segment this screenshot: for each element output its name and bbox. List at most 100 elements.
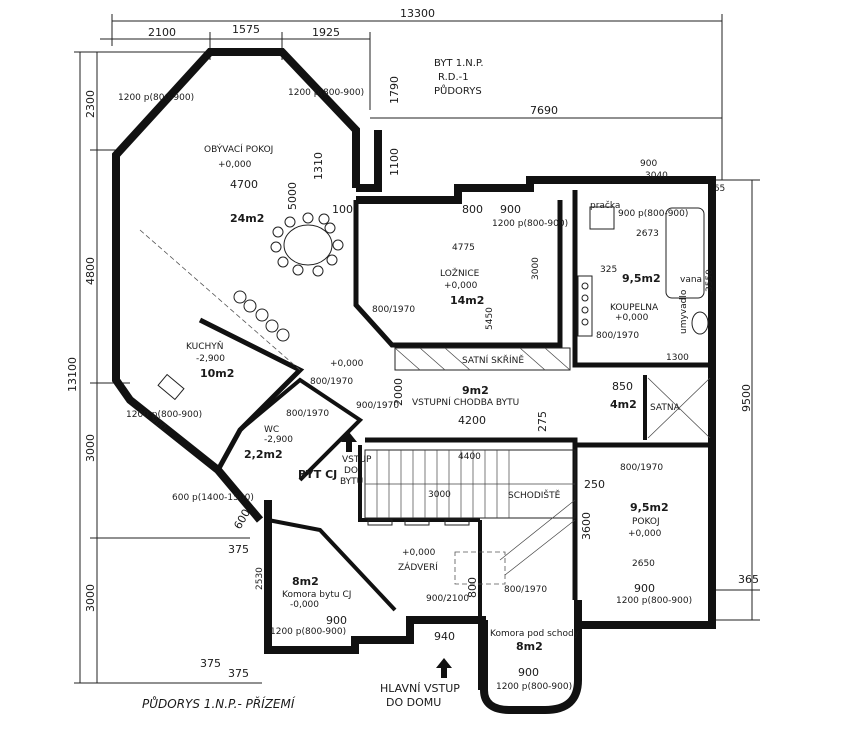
dim-100: 100 xyxy=(332,203,353,216)
dim-3000c: 3000 xyxy=(531,257,541,280)
room-stairs-name: SCHODIŠTĚ xyxy=(508,489,561,501)
wall-zadveri-top xyxy=(358,445,480,522)
room-bedroom-level: +0,000 xyxy=(444,281,478,291)
room-satna-name: SATNA xyxy=(650,403,681,413)
wall-living-upper xyxy=(356,130,382,192)
door-note-4: 800/1970 xyxy=(286,409,329,419)
room-kitchen-area: 10m2 xyxy=(200,367,234,380)
room-stair-storage-area: 8m2 xyxy=(516,640,543,653)
wall-bath xyxy=(572,190,712,368)
dim-1790: 1790 xyxy=(388,76,401,104)
wall-stair-bay xyxy=(480,610,582,714)
header-line-2: R.D.-1 xyxy=(438,72,469,83)
room-hall-name: VSTUPNÍ CHODBA BYTU xyxy=(412,396,519,408)
room-bedroom-name: LOŽNICE xyxy=(440,267,480,279)
dim-375a: 375 xyxy=(228,543,249,556)
wall-south xyxy=(264,500,486,690)
window-note-1: 1200 p(800-900) xyxy=(118,93,194,103)
flat-entrance-3: BYTU xyxy=(340,477,363,487)
dim-900: 900 xyxy=(500,203,521,216)
top-dimension-lines xyxy=(100,14,723,180)
window-note-2: 1200 p(800-900) xyxy=(288,88,364,98)
room-zadveri-level: +0,000 xyxy=(402,548,436,558)
main-entrance-arrow xyxy=(436,658,452,678)
dim-2650: 2650 xyxy=(632,559,655,569)
dim-4200: 4200 xyxy=(458,414,486,427)
wall-living-octagon xyxy=(112,48,360,523)
dim-375c: 375 xyxy=(228,667,249,680)
label-byt-cj: BYT CJ xyxy=(298,468,337,481)
dim-4800: 4800 xyxy=(84,257,97,285)
dim-325: 325 xyxy=(600,265,617,275)
wall-hall-bottom xyxy=(365,437,712,448)
door-note-2: 800/1970 xyxy=(596,331,639,341)
right-dimension-lines xyxy=(710,179,760,621)
main-entrance-1: HLAVNÍ VSTUP xyxy=(380,682,460,695)
dim-3550: 3550 xyxy=(705,269,715,292)
bathroom-fixtures xyxy=(577,206,709,337)
label-vana: vana xyxy=(680,275,702,285)
door-note-7: 900/2100 xyxy=(426,594,469,604)
door-note-8: 800/1970 xyxy=(504,585,547,595)
dim-13100: 13100 xyxy=(66,357,79,392)
dim-2530: 2530 xyxy=(255,567,265,590)
dim-365b: 365 xyxy=(708,184,725,194)
window-note-5: 1200 p(800-900) xyxy=(492,219,568,229)
room-komora-level: -0,000 xyxy=(290,600,319,610)
dim-900e: 900 xyxy=(640,159,657,169)
kitchen-counter xyxy=(139,229,301,401)
flat-entrance-arrow xyxy=(341,432,357,452)
room-kitchen-level: -2,900 xyxy=(196,354,225,364)
dim-365: 365 xyxy=(738,573,759,586)
dim-940: 940 xyxy=(434,630,455,643)
label-pracka: pračka xyxy=(590,200,620,211)
wall-komora-diag xyxy=(267,518,397,612)
dim-5450: 5450 xyxy=(485,307,495,330)
dim-7690: 7690 xyxy=(530,104,558,117)
dim-3600: 3600 xyxy=(580,512,593,540)
door-note-3: 800/1970 xyxy=(310,377,353,387)
dim-1300: 1300 xyxy=(666,353,689,363)
dim-250: 250 xyxy=(584,478,605,491)
room-satna-area: 4m2 xyxy=(610,398,637,411)
room-hall-area: 9m2 xyxy=(462,384,489,397)
main-entrance-2: DO DOMU xyxy=(386,696,441,709)
dim-800: 800 xyxy=(462,203,483,216)
room-living-level: +0,000 xyxy=(218,160,252,170)
room-pokoj-area: 9,5m2 xyxy=(630,501,669,514)
room-bath-area: 9,5m2 xyxy=(622,272,661,285)
room-wc-area: 2,2m2 xyxy=(244,448,283,461)
wall-north-bedroom xyxy=(356,176,716,629)
window-note-7: 1200 p(800-900) xyxy=(616,596,692,606)
room-kitchen-name: KUCHYŇ xyxy=(186,341,224,352)
dim-3000-stairs: 3000 xyxy=(428,490,451,500)
dim-900b: 900 xyxy=(634,582,655,595)
room-pokoj-name: POKOJ xyxy=(632,517,660,527)
room-living-name: OBÝVACÍ POKOJ xyxy=(204,143,273,155)
dim-375b: 375 xyxy=(200,657,221,670)
window-note-8: 1200 p(800-900) xyxy=(270,627,346,637)
dim-1100: 1100 xyxy=(388,148,401,176)
window-note-6: 900 p(800-900) xyxy=(618,209,688,219)
room-zadveri-name: ZÁDVERÍ xyxy=(398,561,438,573)
door-note-1: 800/1970 xyxy=(372,305,415,315)
header-line-1: BYT 1.N.P. xyxy=(434,58,484,69)
dim-3040: 3040 xyxy=(645,171,668,181)
dim-2673: 2673 xyxy=(636,229,659,239)
room-living-area: 24m2 xyxy=(230,212,264,225)
dim-3000b: 3000 xyxy=(84,584,97,612)
dim-5000: 5000 xyxy=(286,182,299,210)
window-note-4: 600 p(1400-1500) xyxy=(172,493,254,503)
label-umyvadlo: umyvadlo xyxy=(679,289,689,334)
flat-entrance-2: DO xyxy=(344,466,358,476)
dim-4700: 4700 xyxy=(230,178,258,191)
left-dimension-lines xyxy=(74,51,262,684)
wall-kitchen-diag xyxy=(198,317,305,472)
window-note-9: 1200 p(800-900) xyxy=(496,682,572,692)
room-wc-name: WC xyxy=(264,425,279,435)
dim-900c: 900 xyxy=(518,666,539,679)
dim-2300: 2300 xyxy=(84,90,97,118)
dim-4400: 4400 xyxy=(458,452,481,462)
zadveri-shelves xyxy=(367,519,506,585)
room-stair-storage-name: Komora pod schody xyxy=(490,629,580,639)
